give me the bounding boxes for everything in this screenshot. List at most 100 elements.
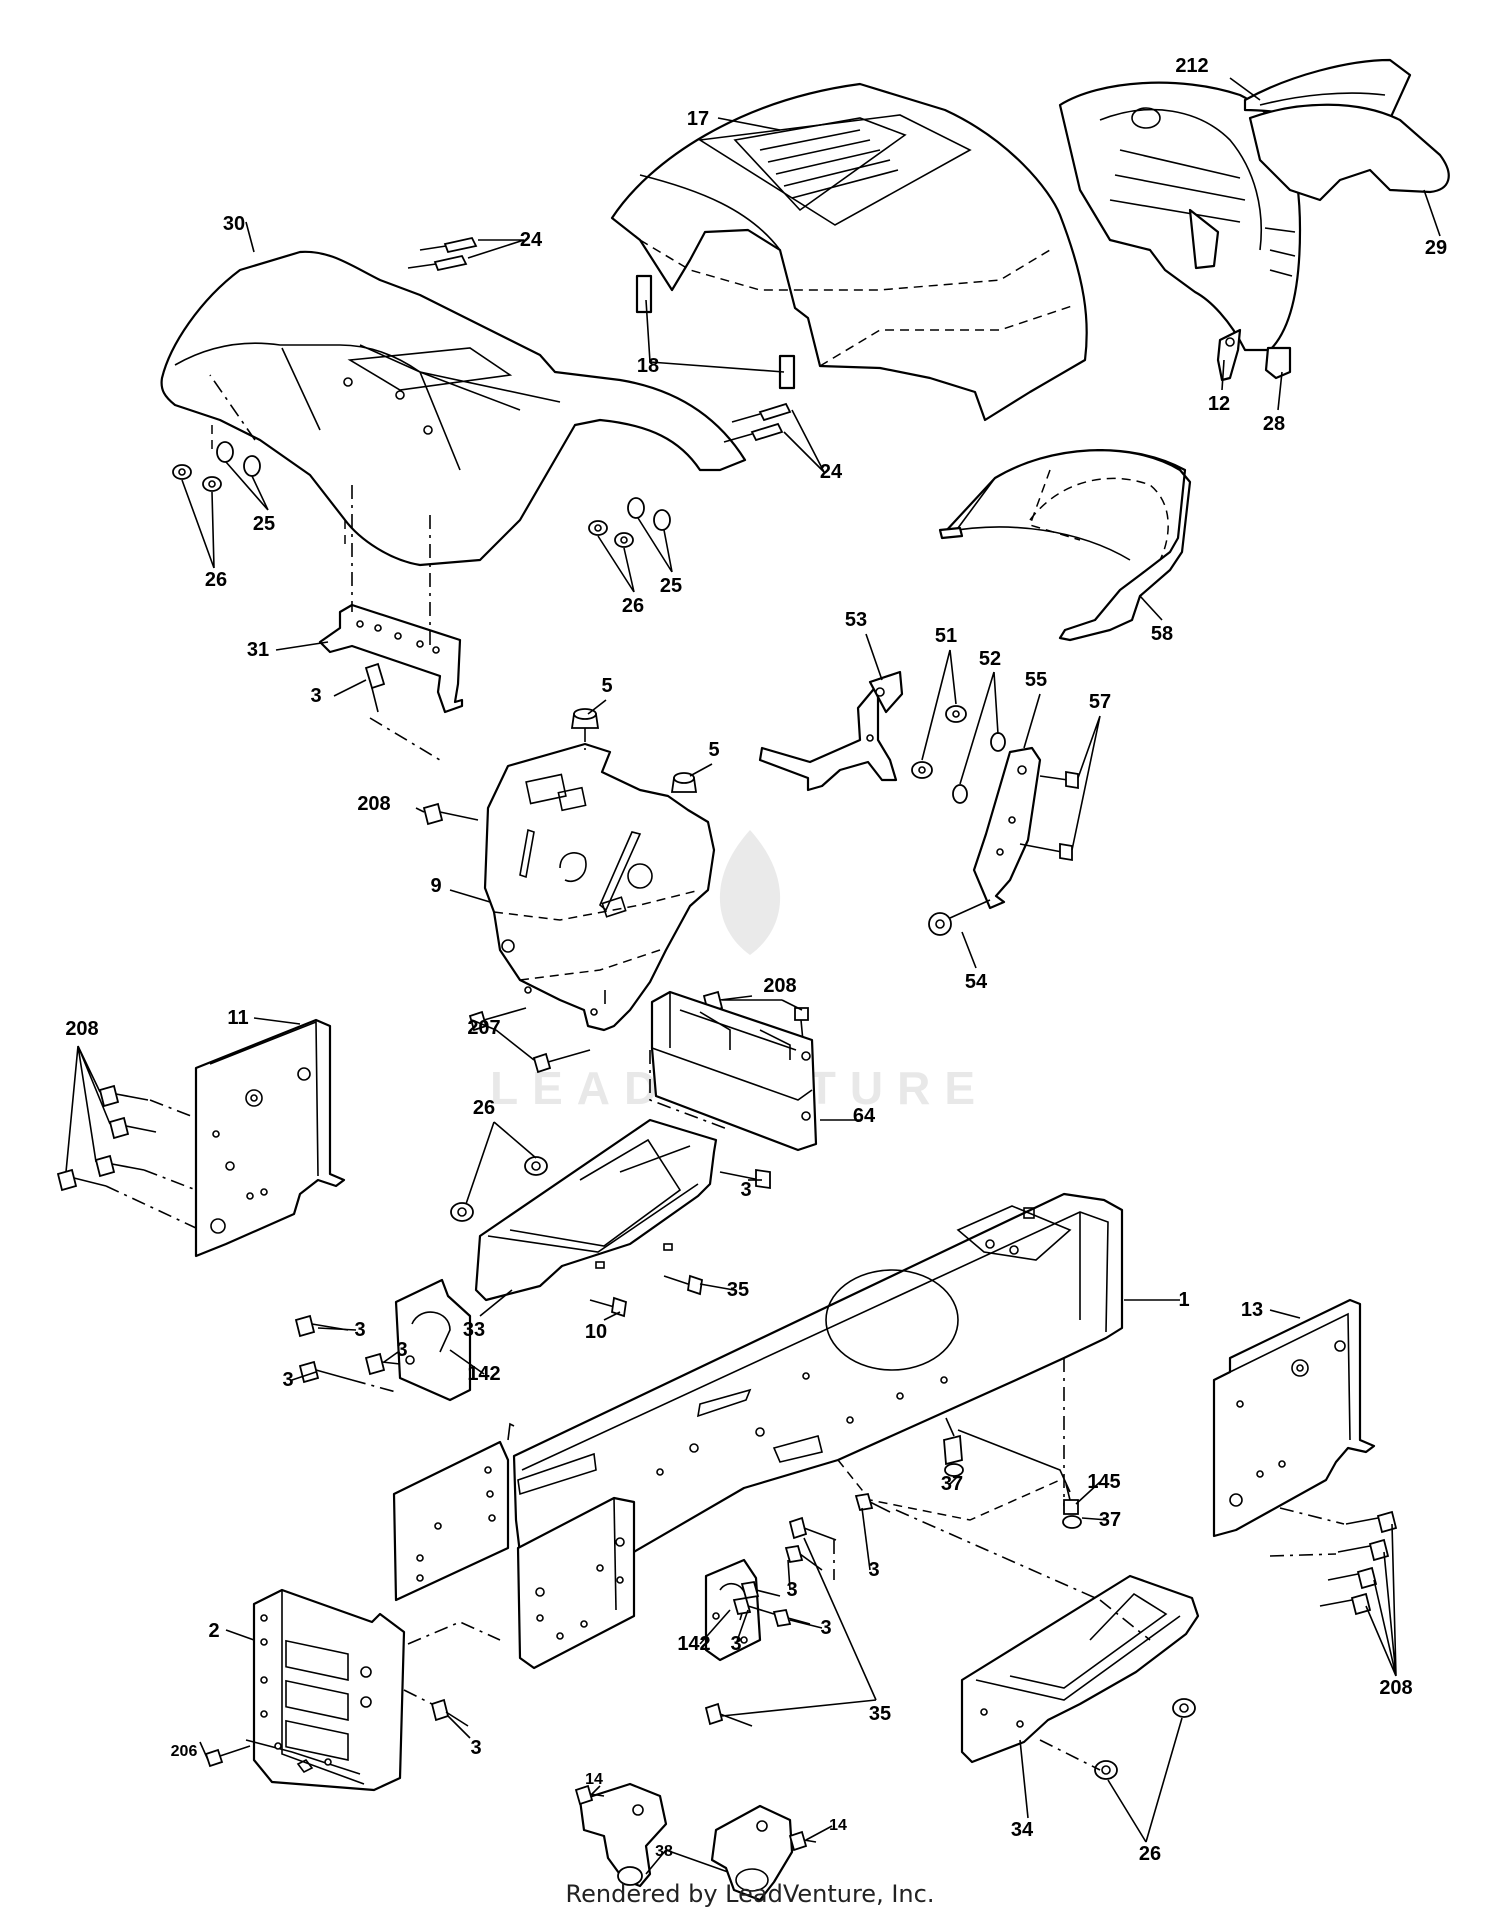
callout-label-p1: 1: [1178, 1289, 1189, 1311]
part-35-bolts: [704, 1516, 837, 1727]
part-31-bracket: [318, 603, 464, 714]
part-37-145-hardware: [943, 1417, 1082, 1529]
centerline: [1099, 1599, 1151, 1641]
callout-label-p3i: 3: [730, 1633, 741, 1655]
callout-label-p55: 55: [1025, 669, 1047, 691]
part-33-footrest: [474, 1118, 718, 1302]
part-13-panel: [1212, 1298, 1376, 1538]
callout-label-p206: 206: [171, 1743, 198, 1760]
part-12-latch: [1216, 328, 1242, 382]
callout-label-p28: 28: [1263, 413, 1285, 435]
centerline: [1279, 1507, 1345, 1525]
callout-label-p3f: 3: [868, 1559, 879, 1581]
centerline: [105, 1185, 197, 1229]
callout-label-p33: 33: [463, 1319, 485, 1341]
part-51-52-hardware: [911, 705, 1006, 804]
centerline: [649, 1050, 731, 1131]
callout-label-p3b: 3: [740, 1179, 751, 1201]
centerline: [403, 1689, 433, 1705]
part-34-footrest: [960, 1574, 1200, 1764]
callout-label-p14a: 14: [585, 1771, 603, 1788]
part-208-bolts-right-lower: [1319, 1510, 1398, 1616]
callout-label-p3c: 3: [354, 1319, 365, 1341]
callout-label-p208c: 208: [65, 1018, 98, 1040]
part-207-bolts: [468, 1007, 591, 1074]
callout-label-p3g: 3: [786, 1579, 797, 1601]
callout-label-p2: 2: [208, 1620, 219, 1642]
part-grille-housing: [1058, 81, 1302, 352]
callout-label-p145: 145: [1087, 1471, 1120, 1493]
callout-label-p64: 64: [853, 1105, 876, 1127]
part-208-bolt-console: [422, 802, 479, 826]
part-208-bolts-left: [56, 1084, 157, 1192]
callout-label-p3a: 3: [310, 685, 321, 707]
part-25-26-hardware-left: [172, 441, 261, 492]
callout-label-p212: 212: [1175, 55, 1208, 77]
part-26-nuts-lower: [1094, 1698, 1196, 1780]
centerline: [1039, 1739, 1101, 1771]
part-3-screw-upper: [364, 662, 386, 713]
callout-label-p58: 58: [1151, 623, 1173, 645]
callout-label-p9: 9: [430, 875, 441, 897]
callout-label-p26a: 26: [205, 569, 227, 591]
callout-label-p54: 54: [965, 971, 988, 993]
callout-label-p37a: 37: [941, 1473, 963, 1495]
callout-label-p208b: 208: [763, 975, 796, 997]
callout-label-p24a: 24: [520, 229, 543, 251]
part-14-screws: [574, 1784, 817, 1852]
part-29-grille-front: [1248, 103, 1450, 202]
part-24-bolts-upper: [407, 236, 478, 272]
leader-lines: [65, 77, 1441, 1875]
centerline: [1269, 1553, 1337, 1557]
watermark-flame-icon: [719, 830, 781, 955]
callout-label-p13: 13: [1241, 1299, 1263, 1321]
part-11-panel: [194, 1018, 346, 1258]
part-5-nuts: [570, 708, 698, 793]
callout-label-p12: 12: [1208, 393, 1230, 415]
part-55-bracket: [972, 746, 1042, 910]
callout-label-p142b: 142: [677, 1633, 710, 1655]
part-3-screw-panel: [430, 1698, 469, 1727]
part-142-bracket-upper: [394, 1278, 472, 1402]
callout-label-p31: 31: [247, 639, 269, 661]
callout-label-p52: 52: [979, 648, 1001, 670]
centerline: [351, 1379, 397, 1393]
part-rear-plate-center: [516, 1496, 636, 1670]
callout-label-p35a: 35: [727, 1279, 749, 1301]
part-25-26-hardware-right: [588, 497, 671, 548]
callout-label-p26b: 26: [622, 595, 644, 617]
callout-label-p5a: 5: [601, 675, 612, 697]
callout-label-p24b: 24: [820, 461, 843, 483]
part-3-10-35-bolts-footrest: [589, 1168, 771, 1318]
centerline: [209, 374, 256, 441]
part-2-rear-panel: [245, 1588, 406, 1792]
centerline: [895, 1509, 1101, 1601]
callout-label-p11: 11: [227, 1007, 248, 1029]
part-54-screw: [928, 899, 991, 936]
part-38-brackets: [578, 1782, 794, 1902]
callout-label-p14b: 14: [829, 1817, 847, 1834]
part-28-bracket: [1264, 346, 1292, 380]
centerline: [369, 717, 441, 761]
centerline: [407, 1621, 501, 1645]
part-17-hood: [610, 82, 1088, 422]
callout-label-p57: 57: [1089, 691, 1111, 713]
callout-label-p208d: 208: [1379, 1677, 1412, 1699]
callout-label-p18: 18: [637, 355, 659, 377]
callout-label-p25b: 25: [660, 575, 682, 597]
callout-label-p17: 17: [687, 108, 709, 130]
part-18-strips: [635, 274, 796, 390]
part-64-bracket: [650, 990, 818, 1152]
part-3-bolts-upper-left: [294, 1314, 401, 1384]
callout-label-p37b: 37: [1099, 1509, 1121, 1531]
part-30-fender: [160, 250, 747, 567]
centerline: [149, 1099, 197, 1119]
part-24-bolts-lower: [723, 402, 792, 443]
callout-label-p3d: 3: [396, 1339, 407, 1361]
callout-label-p26c: 26: [473, 1097, 495, 1119]
callout-label-p3e: 3: [282, 1369, 293, 1391]
part-53-bracket: [758, 670, 904, 792]
part-206-screw: [204, 1745, 251, 1768]
callout-label-p3h: 3: [820, 1617, 831, 1639]
